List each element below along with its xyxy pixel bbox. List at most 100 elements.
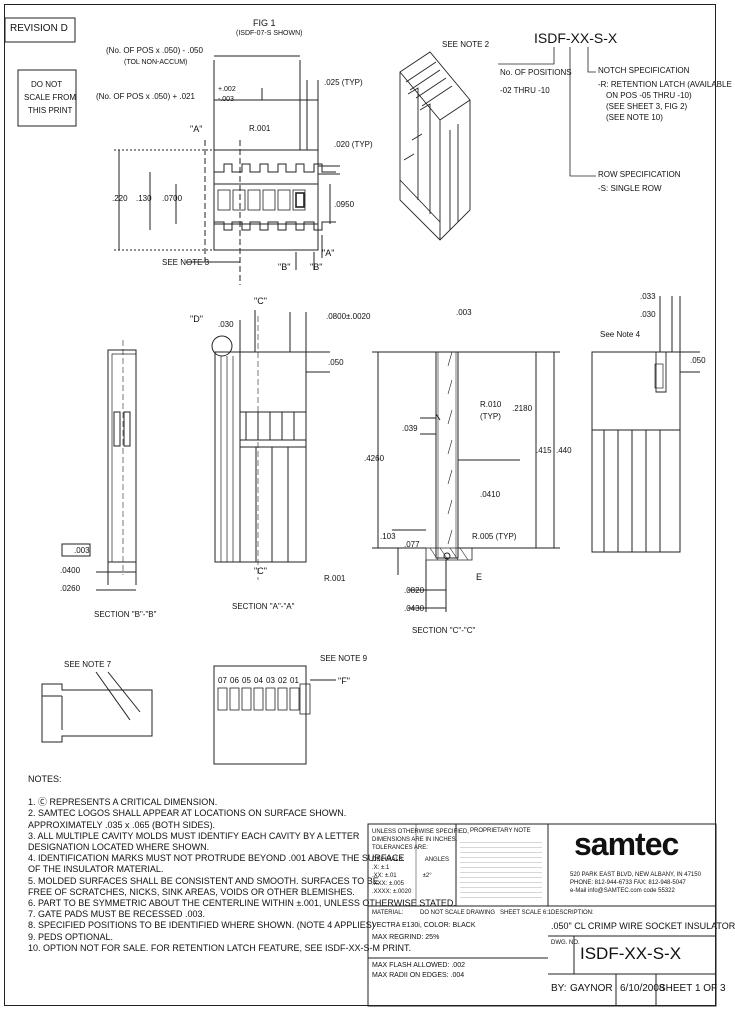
by-value: GAYNOR xyxy=(570,983,613,994)
detail-right-d1: .033 xyxy=(640,292,656,301)
section-cc-d2: .2180 xyxy=(512,404,533,413)
section-bb-drawing xyxy=(61,340,137,591)
position-label: 06 xyxy=(230,676,239,685)
section-bb-d2: .0260 xyxy=(60,584,81,593)
tolerance-line: DIMENSIONS ARE IN INCHES. xyxy=(372,837,458,843)
section-bb-flat: .003 xyxy=(74,546,90,555)
fig1-h3: .0700 xyxy=(162,194,183,203)
address-line: 520 PARK EAST BLVD, NEW ALBANY, IN 47150 xyxy=(570,872,701,878)
fig1-w1: .0950 xyxy=(334,200,355,209)
fig1-h2: .130 xyxy=(136,194,152,203)
section-aa-r: R.001 xyxy=(324,574,346,583)
note-line: 1. Ⓒ REPRESENTS A CRITICAL DIMENSION. xyxy=(28,797,218,808)
position-label: 03 xyxy=(266,676,275,685)
section-bb-d1: .0400 xyxy=(60,566,81,575)
row-value: -S: SINGLE ROW xyxy=(598,184,662,193)
revision-box xyxy=(4,17,76,43)
title-block-grid xyxy=(367,823,717,1007)
fig1-title: FIG 1 xyxy=(253,18,276,28)
fig1-dim-overall: (No. OF POS x .050) + .021 xyxy=(96,92,195,101)
fig1-subtitle: (ISDF-07-S SHOWN) xyxy=(236,30,303,37)
notch-line-1: -R: RETENTION LATCH (AVAILABLE xyxy=(598,80,732,89)
tol-value: .XXXX: ±.0020 xyxy=(372,889,412,895)
dwg-no-label: DWG. NO. xyxy=(551,940,580,946)
note-line: 6. PART TO BE SYMMETRIC ABOUT THE CENTER… xyxy=(28,898,456,909)
notch-line-3: (SEE SHEET 3, FIG 2) xyxy=(606,102,688,111)
stamp-line-1: DO NOT xyxy=(31,80,63,89)
tolerance-line: UNLESS OTHERWISE SPECIFIED, xyxy=(372,829,469,835)
side-view-drawing xyxy=(41,671,153,743)
section-aa-c-top: "C" xyxy=(254,296,267,306)
note-line: 7. GATE PADS MUST BE RECESSED .003. xyxy=(28,909,206,920)
section-cc-drawing xyxy=(372,351,560,612)
position-label: 07 xyxy=(218,676,227,685)
note-line: 5. MOLDED SURFACES SHALL BE CONSISTENT A… xyxy=(28,875,379,886)
material-label: MATERIAL: xyxy=(372,910,404,916)
proprietary-text-lines xyxy=(460,838,542,898)
fig1-top-view xyxy=(114,55,340,285)
fig1-sec-a-top: "A" xyxy=(190,124,203,134)
flash-line: MAX RADII ON EDGES: .004 xyxy=(372,972,465,979)
section-cc-d10: .0430 xyxy=(404,604,425,613)
note-line: 2. SAMTEC LOGOS SHALL APPEAR AT LOCATION… xyxy=(28,808,347,819)
sheet-scale: SHEET SCALE 6:1 xyxy=(500,910,552,916)
tolerance-block: UNLESS OTHERWISE SPECIFIED, DIMENSIONS A… xyxy=(372,828,469,896)
tol-value: .XXX: ±.005 xyxy=(372,881,404,887)
note-line: 4. IDENTIFICATION MARKS MUST NOT PROTRUD… xyxy=(28,853,405,864)
fig1-r-label: R.001 xyxy=(249,124,271,133)
section-cc-d3: .415 xyxy=(536,446,552,455)
section-cc-d6: .0410 xyxy=(480,490,501,499)
detail-right-d2: .030 xyxy=(640,310,656,319)
section-cc-title: SECTION "C"-"C" xyxy=(412,626,476,635)
section-cc-e-label: E xyxy=(476,572,483,582)
section-cc-typ: (TYP) xyxy=(480,412,501,421)
sheet-number: SHEET 1 OF 3 xyxy=(659,983,726,994)
position-label: 02 xyxy=(278,676,287,685)
scale-note: DO NOT SCALE DRAWING xyxy=(420,910,496,916)
fig1-slot: .020 (TYP) xyxy=(334,140,373,149)
section-aa-c-bottom: "C" xyxy=(254,566,267,576)
address-line: PHONE: 812-944-6733 FAX: 812-948-5047 xyxy=(570,880,686,886)
section-aa-d-label: "D" xyxy=(190,314,203,324)
section-cc-flat: .003 xyxy=(456,308,472,317)
fig1-dim-noncum: (No. OF POS x .050) - .050 xyxy=(106,46,203,55)
dwg-no-value: ISDF-XX-S-X xyxy=(580,944,682,963)
bottom-view-see-note9: SEE NOTE 9 xyxy=(320,654,368,663)
note-line: 3. ALL MULTIPLE CAVITY MOLDS MUST IDENTI… xyxy=(28,830,360,841)
stamp-line-3: THIS PRINT xyxy=(28,106,73,115)
section-cc-d4: .440 xyxy=(556,446,572,455)
notch-line-4: (SEE NOTE 10) xyxy=(606,113,663,122)
section-cc-r1: R.010 xyxy=(480,400,502,409)
bottom-view-f-label: "F" xyxy=(338,676,350,686)
detail-right-see-note4: See Note 4 xyxy=(600,330,641,339)
by-label: BY: xyxy=(551,983,567,994)
fig1-pitch: .025 (TYP) xyxy=(324,78,363,87)
note-line: 8. SPECIFIED POSITIONS TO BE IDENTIFIED … xyxy=(28,920,375,931)
drawing-frame xyxy=(4,4,716,1006)
iso-connector-drawing xyxy=(399,51,471,241)
note-line: OF THE INSULATOR MATERIAL. xyxy=(28,864,164,875)
notes-block: NOTES: 1. Ⓒ REPRESENTS A CRITICAL DIMENS… xyxy=(28,774,456,954)
fig1-tol-minus: -.003 xyxy=(218,96,234,103)
part-code-leaders xyxy=(498,47,596,177)
fig1-sec-a-bottom: "A" xyxy=(322,248,335,258)
notch-line-2: ON POS -05 THRU -10) xyxy=(606,91,692,100)
section-aa-d2: .0800±.0020 xyxy=(326,312,371,321)
detail-right-d3: .050 xyxy=(690,356,706,365)
fig1-sec-b-left: "B" xyxy=(278,262,291,272)
fig1-see-note2: SEE NOTE 2 xyxy=(442,40,490,49)
part-code: ISDF-XX-S-X xyxy=(534,30,618,46)
section-cc-d8: .077 xyxy=(404,540,420,549)
angle-value: ±2° xyxy=(422,873,432,879)
description-label: DESCRIPTION: xyxy=(551,910,594,916)
section-aa-drawing xyxy=(211,310,330,580)
fig1-dim-noncum-note: (TOL NON-ACCUM) xyxy=(124,59,188,66)
note-line: APPROXIMATELY .035 x .065 (BOTH SIDES). xyxy=(28,819,216,830)
section-cc-r2: R.005 (TYP) xyxy=(472,532,517,541)
address-line: e-Mail info@SAMTEC.com code 55322 xyxy=(570,888,675,894)
section-cc-d7: .103 xyxy=(380,532,396,541)
drawing-linework xyxy=(4,17,717,1007)
material-line: VECTRA E130i, COLOR: BLACK xyxy=(372,922,476,929)
section-cc-d1: .039 xyxy=(402,424,418,433)
position-label: 05 xyxy=(242,676,251,685)
